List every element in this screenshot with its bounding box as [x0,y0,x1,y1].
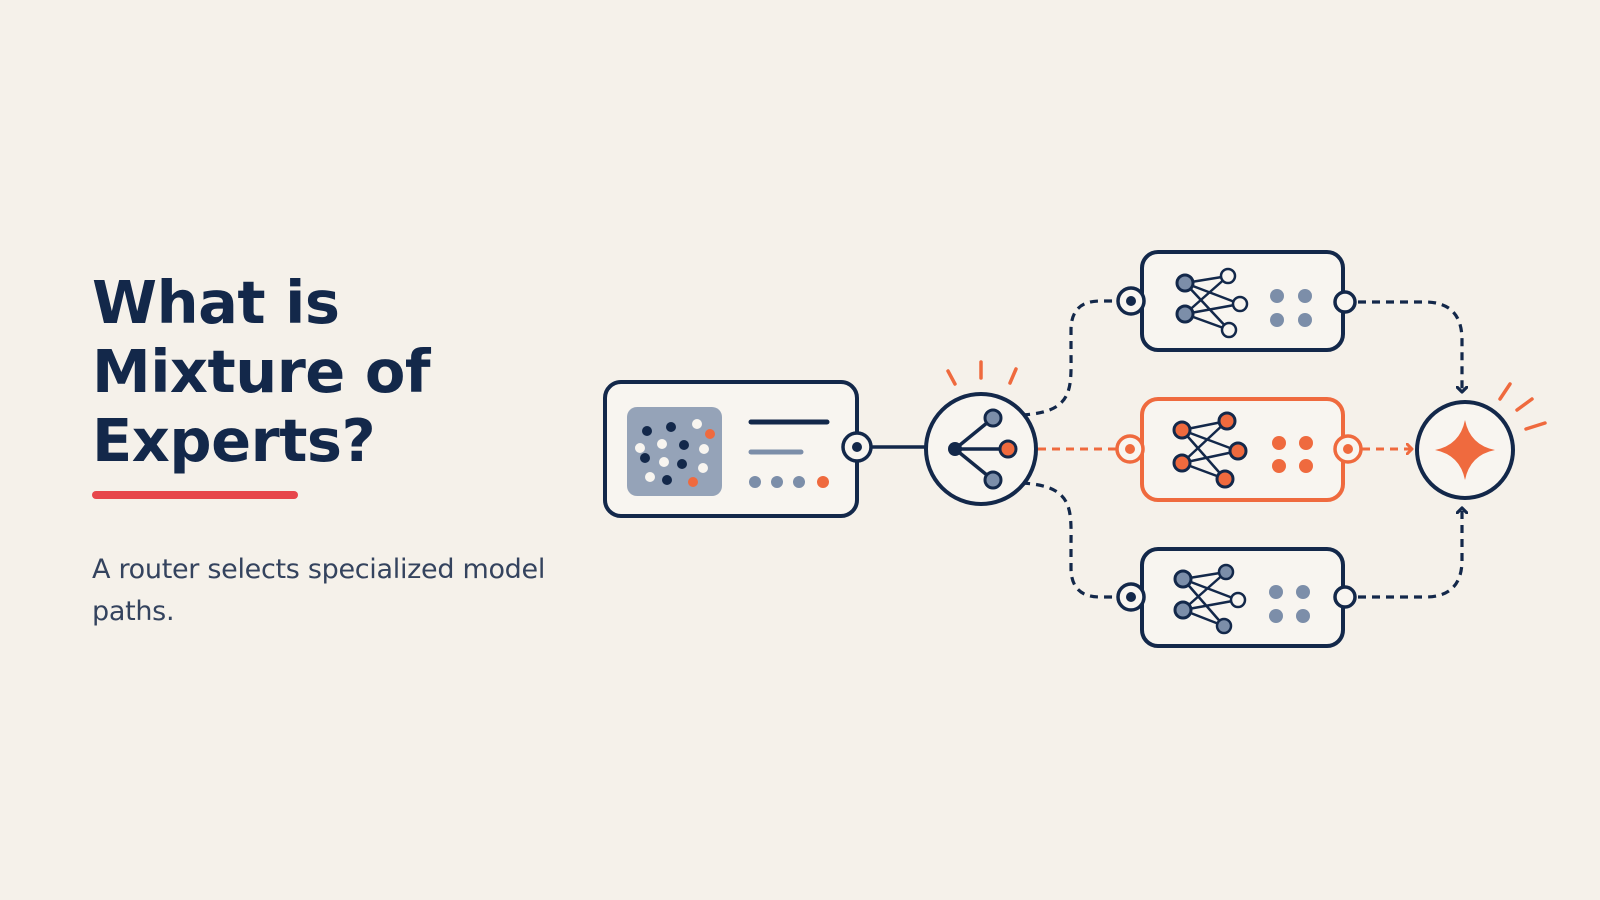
neural-net-icon [1173,563,1247,635]
neural-net-icon [1172,411,1248,489]
input-port-icon [1116,286,1146,316]
input-panel [603,380,873,518]
connector-lines [872,299,1462,599]
expert-card-bottom [1116,547,1357,648]
edge-router-to-expert-bottom [1021,481,1116,599]
grid-data-icon [627,407,722,496]
title-block: What is Mixture of Experts? A router sel… [92,268,562,633]
sparkle-icon [1435,420,1495,480]
output-port-icon [1333,290,1357,314]
subtitle: A router selects specialized model paths… [92,554,546,627]
edge-expert-top-to-output [1358,300,1462,392]
expert-card-top [1116,250,1357,352]
input-port-icon [1115,434,1145,464]
page-title: What is Mixture of Experts? [92,268,562,475]
router-node [924,360,1038,506]
expert-card-middle-active [1115,397,1363,502]
edge-expert-bottom-to-output [1358,508,1462,599]
router-glow-rays [946,360,1018,386]
token-dots [749,476,829,488]
title-line-1: What is [92,268,340,337]
title-line-3: Experts? [92,406,376,475]
four-dots-icon [1272,436,1313,473]
neural-net-icon [1175,267,1249,339]
output-port-icon [1333,585,1357,609]
output-port-icon [1333,434,1363,464]
title-line-2: Mixture of [92,337,431,406]
edge-router-to-expert-top [1021,299,1116,417]
output-node [1415,382,1547,500]
output-port-icon [841,431,873,463]
title-underline [92,491,298,499]
four-dots-icon [1269,585,1310,623]
input-port-icon [1116,582,1146,612]
four-dots-icon [1270,289,1312,327]
output-glow-rays [1498,382,1547,431]
branch-icon [948,408,1018,490]
